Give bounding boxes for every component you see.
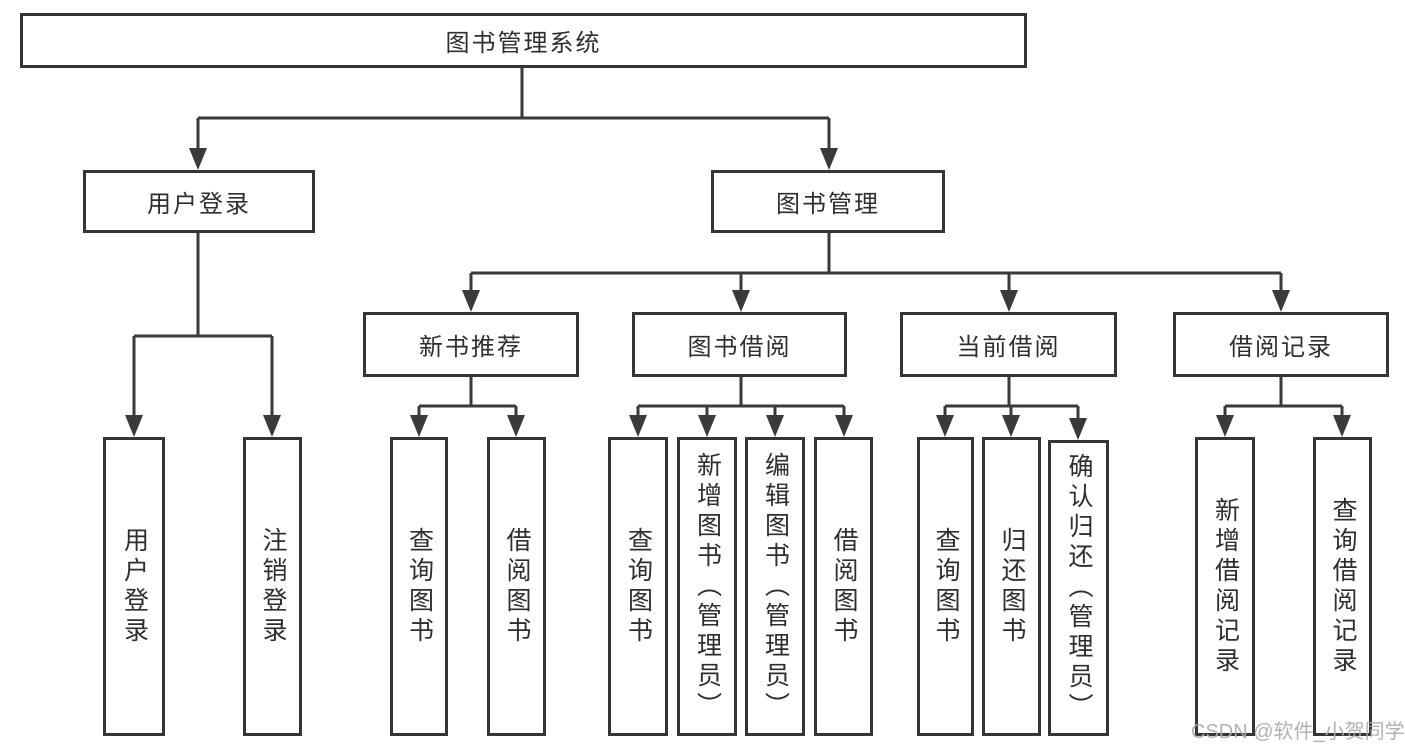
node-user-login-label: 用户登录 — [147, 191, 251, 218]
leaf-edit-book-admin: 编辑图书（管理员） — [745, 437, 805, 736]
node-library-system: 图书管理系统 — [20, 13, 1027, 68]
leaf-query-borrow-record: 查询借阅记录 — [1313, 437, 1372, 736]
node-new-book-recommend-label: 新书推荐 — [419, 334, 523, 361]
leaf-add-book-admin: 新增图书（管理员） — [677, 437, 737, 736]
leaf-borrow-book-recommend-label: 借阅图书 — [503, 526, 531, 647]
leaf-query-book-current: 查询图书 — [917, 437, 974, 736]
leaf-user-login: 用户登录 — [103, 437, 165, 736]
connector-bookborrow-to-leaves — [636, 377, 846, 418]
leaf-return-book: 归还图书 — [982, 437, 1041, 736]
node-book-borrow-label: 图书借阅 — [687, 334, 792, 361]
node-library-system-label: 图书管理系统 — [445, 30, 602, 57]
leaf-borrow-book-recommend: 借阅图书 — [487, 437, 546, 736]
node-current-borrow-label: 当前借阅 — [956, 334, 1061, 361]
leaf-query-book-current-label: 查询图书 — [932, 526, 960, 647]
leaf-query-book-borrow: 查询图书 — [608, 437, 668, 736]
node-new-book-recommend: 新书推荐 — [363, 312, 579, 377]
leaf-query-book-recommend-label: 查询图书 — [405, 526, 434, 647]
node-book-borrow: 图书借阅 — [632, 312, 847, 377]
connector-newbook-to-leaves — [417, 377, 518, 418]
leaf-confirm-return-admin-label: 确认归还（管理员） — [1065, 453, 1093, 723]
node-user-login: 用户登录 — [83, 170, 315, 233]
leaf-return-book-label: 归还图书 — [998, 526, 1026, 647]
connector-bookmgmt-to-level3 — [469, 233, 1283, 294]
connector-borrowrecord-to-leaves — [1223, 377, 1344, 418]
leaf-confirm-return-admin: 确认归还（管理员） — [1048, 440, 1109, 736]
csdn-watermark: CSDN @软件_小贺同学 — [1191, 721, 1405, 743]
leaf-query-book-recommend: 查询图书 — [390, 437, 448, 736]
leaf-user-login-label: 用户登录 — [120, 526, 149, 647]
leaf-logout: 注销登录 — [243, 437, 302, 736]
connector-userlogin-to-leaves — [132, 233, 274, 418]
leaf-borrow-book: 借阅图书 — [814, 437, 873, 736]
leaf-add-book-admin-label: 新增图书（管理员） — [693, 451, 722, 722]
leaf-borrow-book-label: 借阅图书 — [830, 526, 858, 647]
leaf-query-borrow-record-label: 查询借阅记录 — [1329, 496, 1357, 677]
node-borrow-records-label: 借阅记录 — [1229, 334, 1333, 361]
connector-root-to-level2 — [196, 68, 831, 152]
connector-currentborrow-to-leaves — [943, 377, 1080, 421]
node-current-borrow: 当前借阅 — [900, 312, 1117, 377]
arrowheads — [125, 148, 1351, 440]
leaf-add-borrow-record: 新增借阅记录 — [1195, 437, 1255, 736]
leaf-logout-label: 注销登录 — [259, 526, 287, 647]
node-borrow-records: 借阅记录 — [1173, 312, 1389, 377]
leaf-add-borrow-record-label: 新增借阅记录 — [1211, 496, 1240, 677]
node-book-management: 图书管理 — [711, 170, 945, 233]
leaf-query-book-borrow-label: 查询图书 — [624, 526, 653, 647]
leaf-edit-book-admin-label: 编辑图书（管理员） — [761, 451, 790, 722]
node-book-management-label: 图书管理 — [776, 191, 880, 218]
